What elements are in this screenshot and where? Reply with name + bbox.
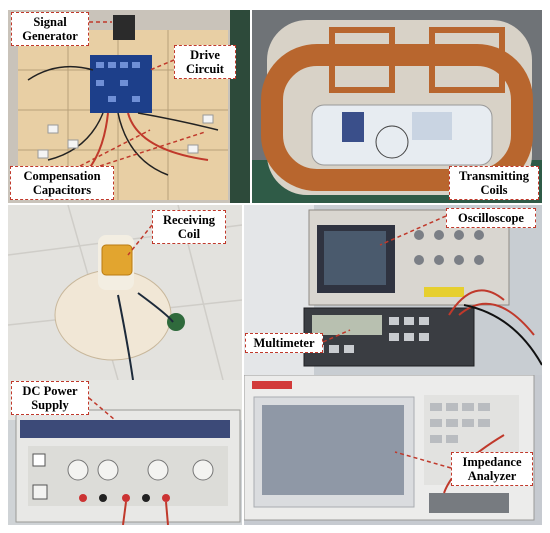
coil-left — [261, 44, 533, 191]
receiving-coil-winding — [101, 244, 133, 276]
label-signal-generator: Signal Generator — [11, 12, 89, 46]
label-transmitting-coils: Transmitting Coils — [449, 166, 539, 200]
label-oscilloscope: Oscilloscope — [446, 208, 536, 228]
label-dc-power-supply: DC Power Supply — [11, 381, 89, 415]
label-compensation-capacitors: Compensation Capacitors — [10, 166, 114, 200]
photo-oscilloscope-multimeter — [244, 205, 542, 375]
label-multimeter: Multimeter — [245, 333, 323, 353]
label-receiving-coil: Receiving Coil — [152, 210, 226, 244]
photo-impedance-analyzer — [244, 375, 542, 525]
label-impedance-analyzer: Impedance Analyzer — [451, 452, 533, 486]
label-drive-circuit: Drive Circuit — [174, 45, 236, 79]
